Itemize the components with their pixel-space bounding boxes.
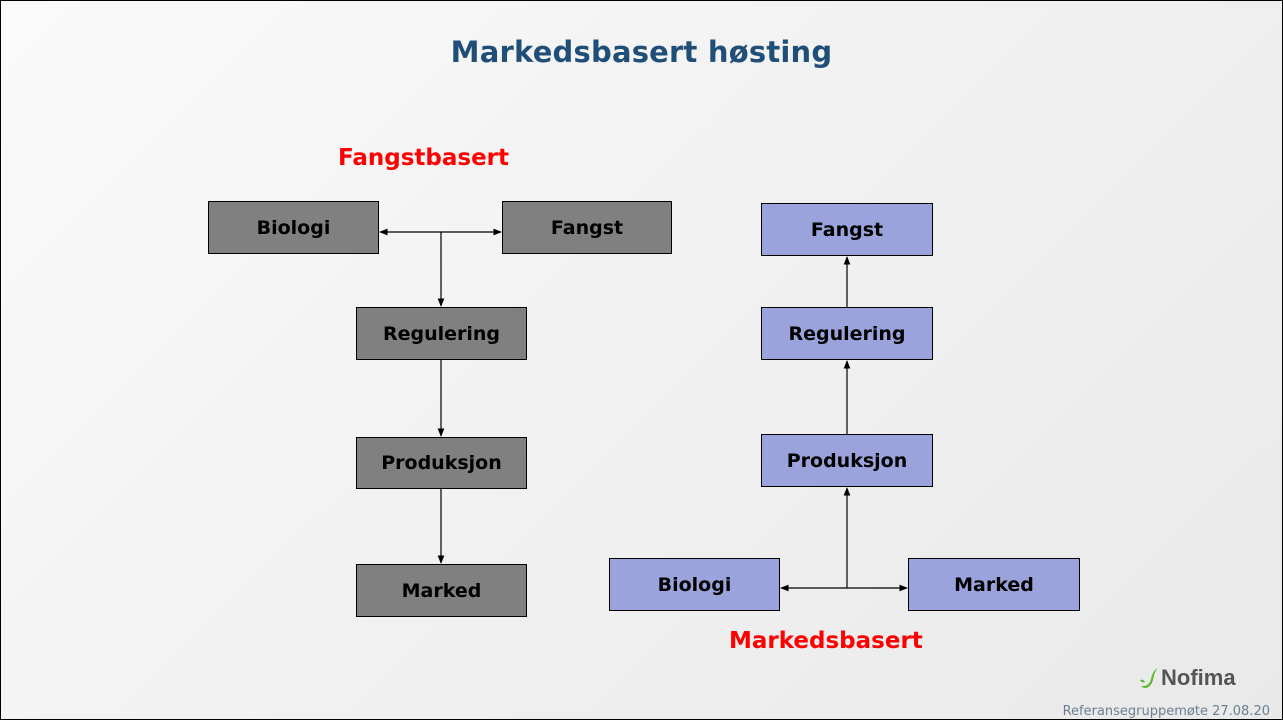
right-box-produksjon: Produksjon: [761, 434, 933, 487]
right-box-biologi: Biologi: [609, 558, 780, 611]
markedsbasert-label: Markedsbasert: [729, 628, 923, 654]
footer-text: Referansegruppemøte 27.08.20: [1062, 704, 1270, 719]
right-box-fangst: Fangst: [761, 203, 933, 256]
left-box-produksjon: Produksjon: [356, 437, 527, 489]
right-box-marked: Marked: [908, 558, 1080, 611]
fangstbasert-label: Fangstbasert: [338, 145, 510, 171]
left-box-fangst: Fangst: [502, 201, 672, 254]
left-box-biologi: Biologi: [208, 201, 379, 254]
left-box-marked: Marked: [356, 564, 527, 617]
nofima-logo: Nofima: [1139, 665, 1236, 691]
nofima-swoosh-icon: [1140, 668, 1158, 688]
slide-title: Markedsbasert høsting: [450, 35, 833, 69]
right-box-regulering: Regulering: [761, 307, 933, 360]
logo-text: Nofima: [1161, 665, 1236, 690]
left-box-regulering: Regulering: [356, 307, 527, 360]
